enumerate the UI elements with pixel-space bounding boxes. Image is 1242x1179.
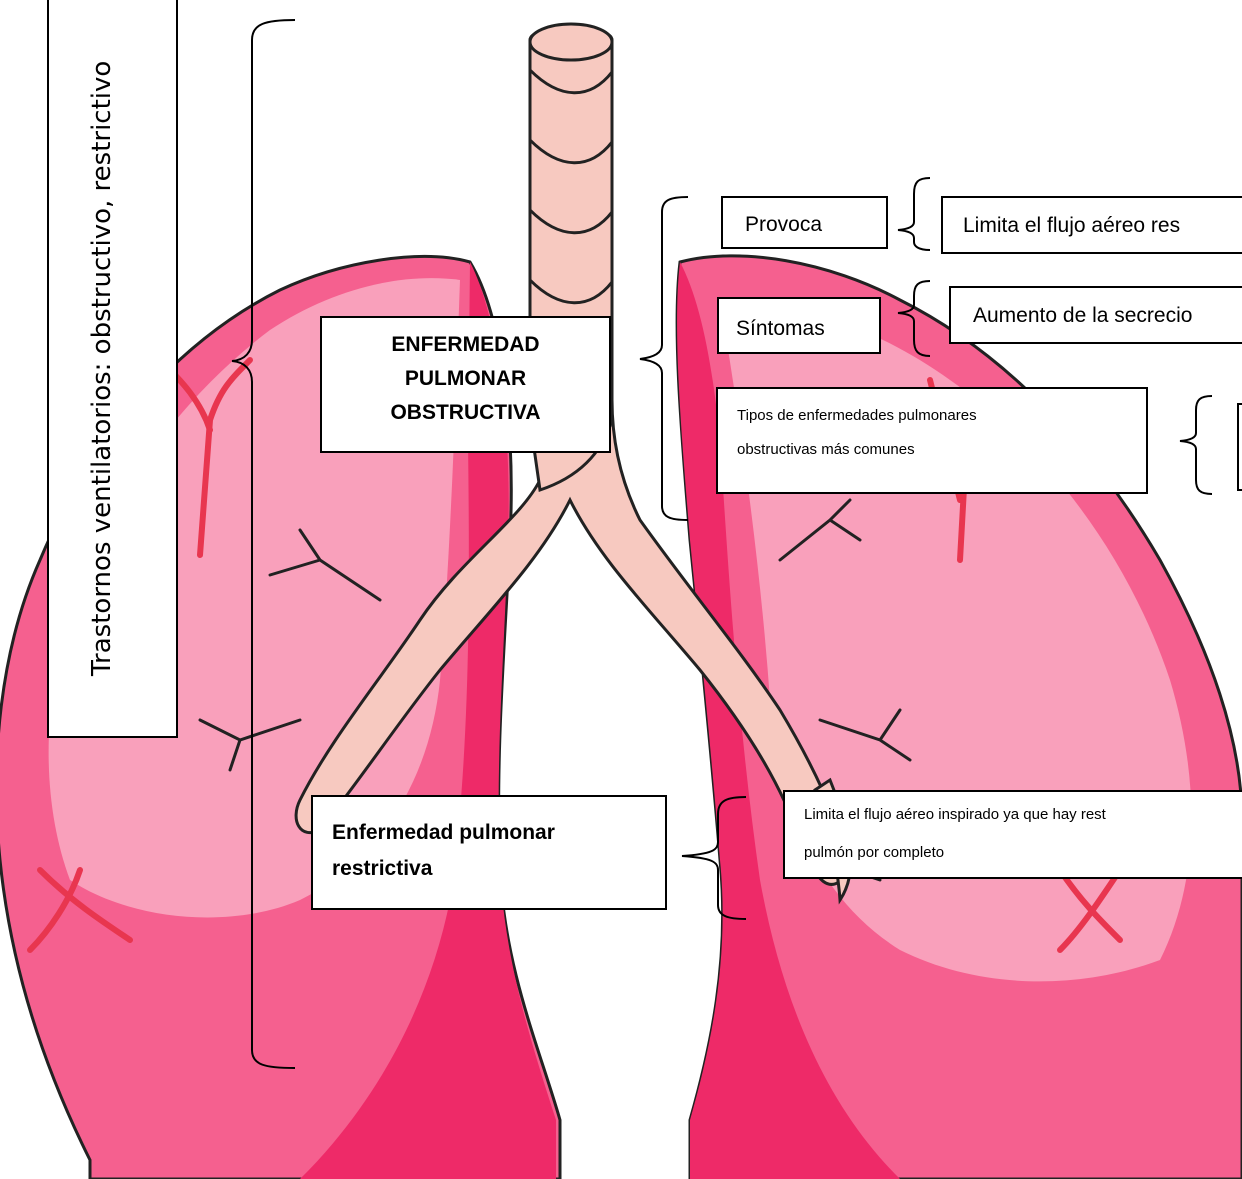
restrictiva-line2: restrictiva <box>332 851 665 887</box>
sintomas-box: Síntomas <box>717 297 881 354</box>
tipos-box: Tipos de enfermedades pulmonares obstruc… <box>716 387 1148 494</box>
restrictiva-line1: Enfermedad pulmonar <box>332 815 665 851</box>
provoca-detail-box: Limita el flujo aéreo res <box>941 196 1242 254</box>
tipos-line2: obstructivas más comunes <box>737 433 1146 467</box>
provoca-detail: Limita el flujo aéreo res <box>963 214 1180 238</box>
vertical-label-box: Trastornos ventilatorios: obstructivo, r… <box>47 0 178 738</box>
sintomas-detail-box: Aumento de la secrecio <box>949 286 1242 344</box>
obstructiva-line3: OBSTRUCTIVA <box>322 396 609 430</box>
obstructiva-line1: ENFERMEDAD <box>322 328 609 362</box>
restrictiva-box: Enfermedad pulmonar restrictiva <box>311 795 667 910</box>
tipos-line1: Tipos de enfermedades pulmonares <box>737 399 1146 433</box>
provoca-label: Provoca <box>745 213 822 237</box>
sintomas-label: Síntomas <box>736 317 825 341</box>
restrictiva-detail-line2: pulmón por completo <box>804 834 1242 872</box>
provoca-box: Provoca <box>721 196 888 249</box>
obstructiva-box: ENFERMEDAD PULMONAR OBSTRUCTIVA <box>320 316 611 453</box>
trachea-top <box>530 24 612 60</box>
restrictiva-detail-box: Limita el flujo aéreo inspirado ya que h… <box>783 790 1242 879</box>
obstructiva-line2: PULMONAR <box>322 362 609 396</box>
sintomas-detail: Aumento de la secrecio <box>973 304 1192 328</box>
restrictiva-detail-line1: Limita el flujo aéreo inspirado ya que h… <box>804 796 1242 834</box>
vertical-label: Trastornos ventilatorios: obstructivo, r… <box>87 61 117 676</box>
